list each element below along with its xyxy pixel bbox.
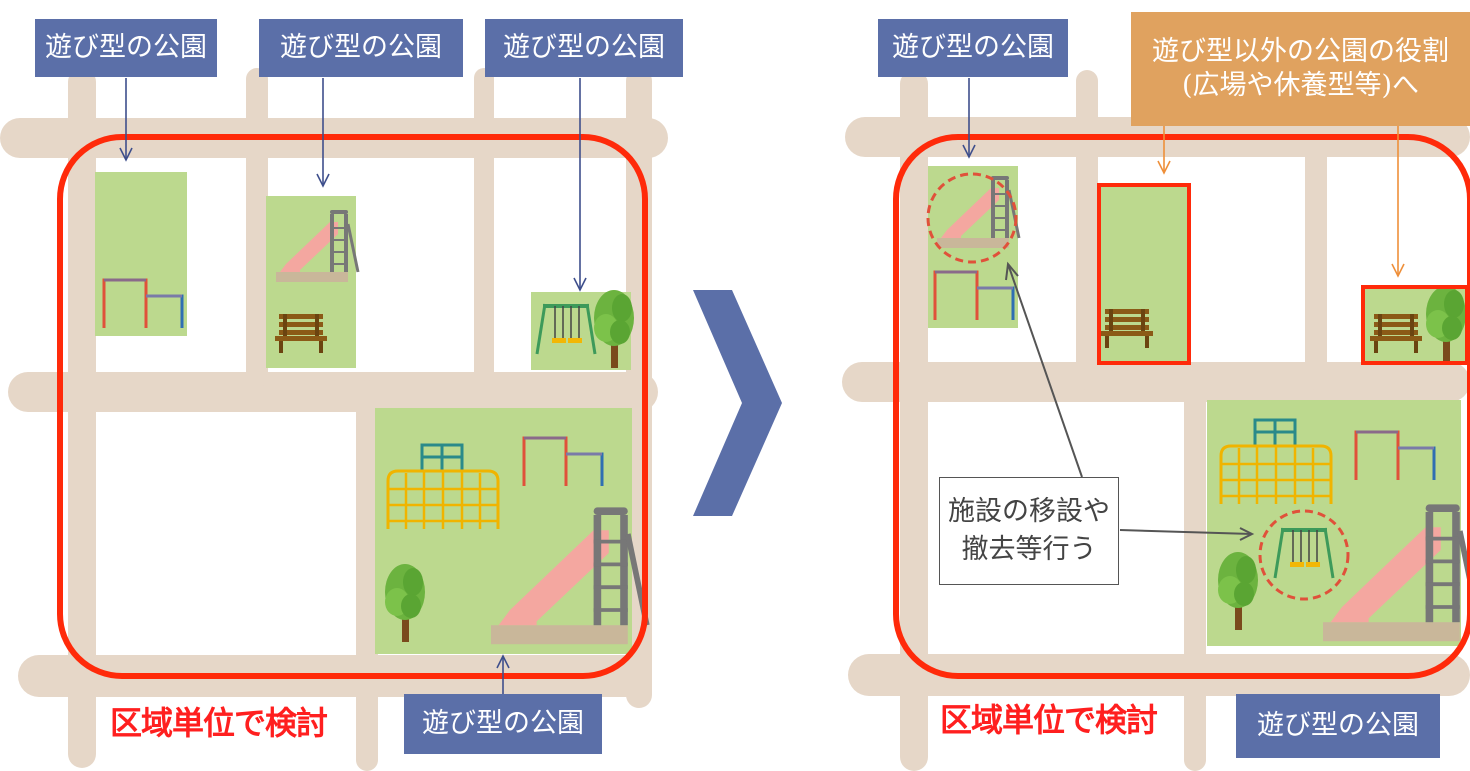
other-role-line2: (広場や休養型等)へ [1181,70,1420,101]
right-label-play-park-1: 遊び型の公園 [878,19,1068,77]
relocation-circle [1258,509,1350,601]
right-orange-arrows [1157,126,1405,278]
left-label-play-park-1: 遊び型の公園 [35,19,217,77]
converted-park-outline [1097,183,1191,365]
left-panel [0,68,668,771]
left-area-caption: 区域単位で検討 [110,704,328,742]
left-label-play-park-2: 遊び型の公園 [259,19,463,77]
right-panel [842,70,1470,771]
right-arrows [962,78,976,159]
note-line2: 撤去等行う [961,534,1097,565]
relocation-circle [926,172,1018,264]
right-area-outline [893,134,1470,679]
note-line1: 施設の移設や [948,496,1110,527]
chevron-right-icon [693,290,782,516]
right-label-other-role: 遊び型以外の公園の役割 (広場や休養型等)へ [1131,12,1470,126]
other-role-line1: 遊び型以外の公園の役割 [1152,36,1449,67]
left-label-play-park-4: 遊び型の公園 [404,694,602,754]
left-area-outline [57,134,648,679]
right-label-play-park-2: 遊び型の公園 [1236,694,1440,758]
relocation-note: 施設の移設や 撤去等行う [939,477,1119,585]
right-area-caption: 区域単位で検討 [940,701,1158,739]
note-arrows [1005,261,1255,541]
left-arrows [119,78,587,695]
left-label-play-park-3: 遊び型の公園 [485,19,683,77]
